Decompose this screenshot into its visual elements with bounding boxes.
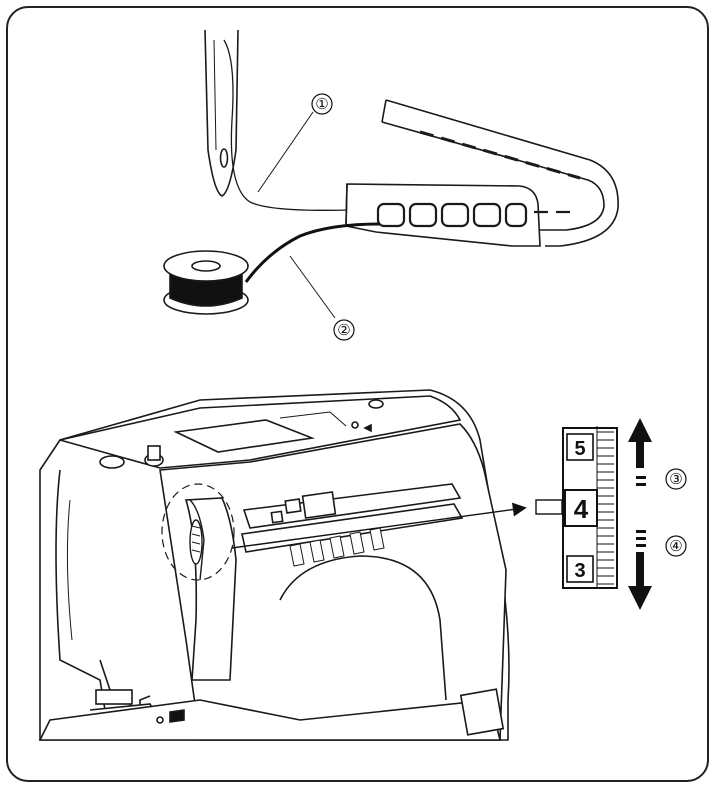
svg-text:④: ④ (669, 537, 682, 555)
dial-number-3: 3 (566, 555, 594, 583)
callout-increase-tension: ③ (665, 468, 687, 490)
svg-text:3: 3 (574, 560, 585, 582)
upper-thread (223, 39, 561, 211)
needle-icon (204, 29, 239, 197)
callout-decrease-tension: ④ (665, 535, 687, 557)
dial-number-5: 5 (566, 433, 594, 461)
arrow-up-icon (628, 418, 652, 486)
arrow-down-icon (628, 530, 652, 610)
callout-bobbin-thread: ② (333, 319, 355, 341)
svg-text:5: 5 (574, 438, 585, 460)
tension-dial-closeup: 5 4 3 (535, 426, 618, 589)
svg-text:②: ② (337, 321, 350, 339)
dial-number-4: 4 (564, 489, 598, 527)
fabric-sample (345, 99, 619, 247)
svg-text:①: ① (315, 95, 328, 113)
svg-text:4: 4 (574, 494, 589, 524)
bobbin-thread (244, 222, 381, 283)
tension-dial-location (161, 483, 235, 581)
stitch-diagram (163, 29, 619, 319)
sewing-machine-illustration (38, 389, 510, 741)
svg-text:③: ③ (669, 470, 682, 488)
bobbin-icon (163, 250, 249, 315)
callout-upper-thread: ① (311, 93, 333, 115)
pointer-arrow (231, 502, 527, 549)
